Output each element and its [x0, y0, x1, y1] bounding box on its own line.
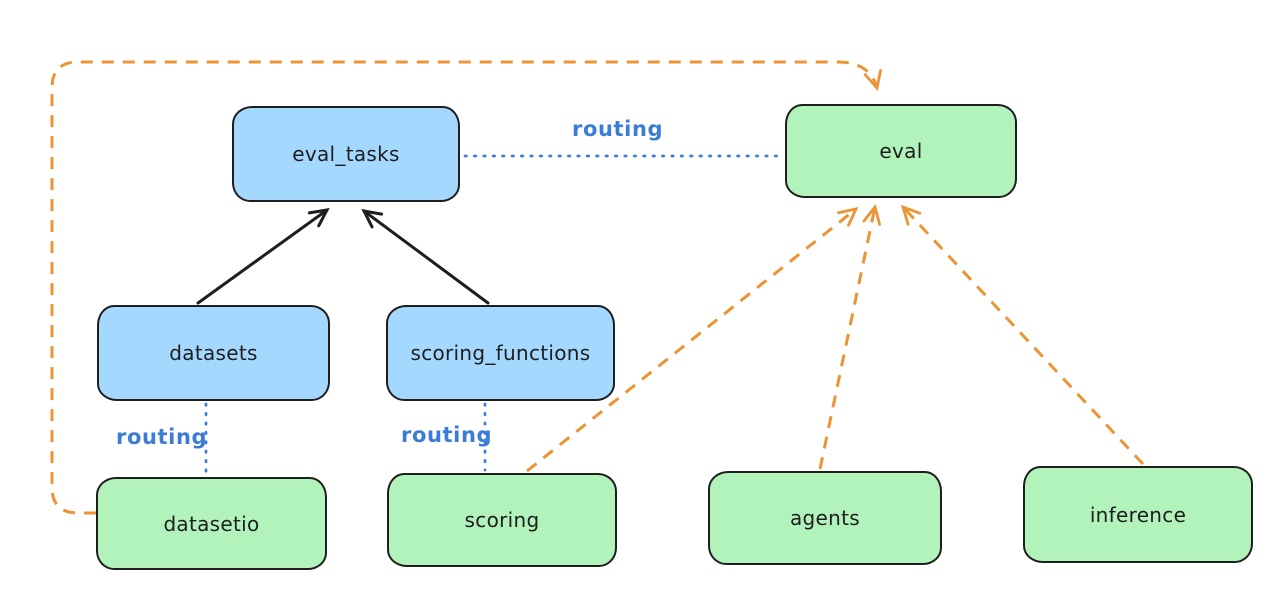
node-label: datasets	[169, 341, 258, 365]
node-datasets: datasets	[97, 305, 330, 401]
node-label: datasetio	[163, 511, 260, 536]
node-label: inference	[1089, 502, 1187, 527]
node-label: agents	[790, 506, 860, 530]
edge-agents-to-eval	[818, 203, 881, 470]
edge-datasetio-to-eval-loop	[50, 60, 882, 515]
node-scoring-functions: scoring_functions	[386, 305, 615, 401]
node-eval-tasks: eval_tasks	[232, 106, 460, 202]
edge-datasets-to-eval-tasks	[196, 208, 330, 305]
edge-scoring-functions-to-eval-tasks	[361, 209, 490, 305]
node-label: scoring	[464, 508, 540, 532]
edge-inference-to-eval	[900, 204, 1145, 466]
node-datasetio: datasetio	[96, 477, 327, 570]
node-agents: agents	[708, 471, 942, 565]
node-scoring: scoring	[387, 473, 617, 567]
routing-label-eval-tasks-eval: routing	[572, 117, 664, 141]
node-label: eval	[879, 139, 923, 163]
edge-scoring-to-eval	[526, 207, 859, 473]
node-label: eval_tasks	[292, 142, 400, 166]
routing-label-datasets-datasetio: routing	[116, 425, 208, 449]
node-inference: inference	[1023, 466, 1253, 563]
routing-label-scoring-functions-scoring: routing	[401, 423, 493, 447]
node-eval: eval	[785, 104, 1017, 198]
node-label: scoring_functions	[410, 341, 591, 365]
